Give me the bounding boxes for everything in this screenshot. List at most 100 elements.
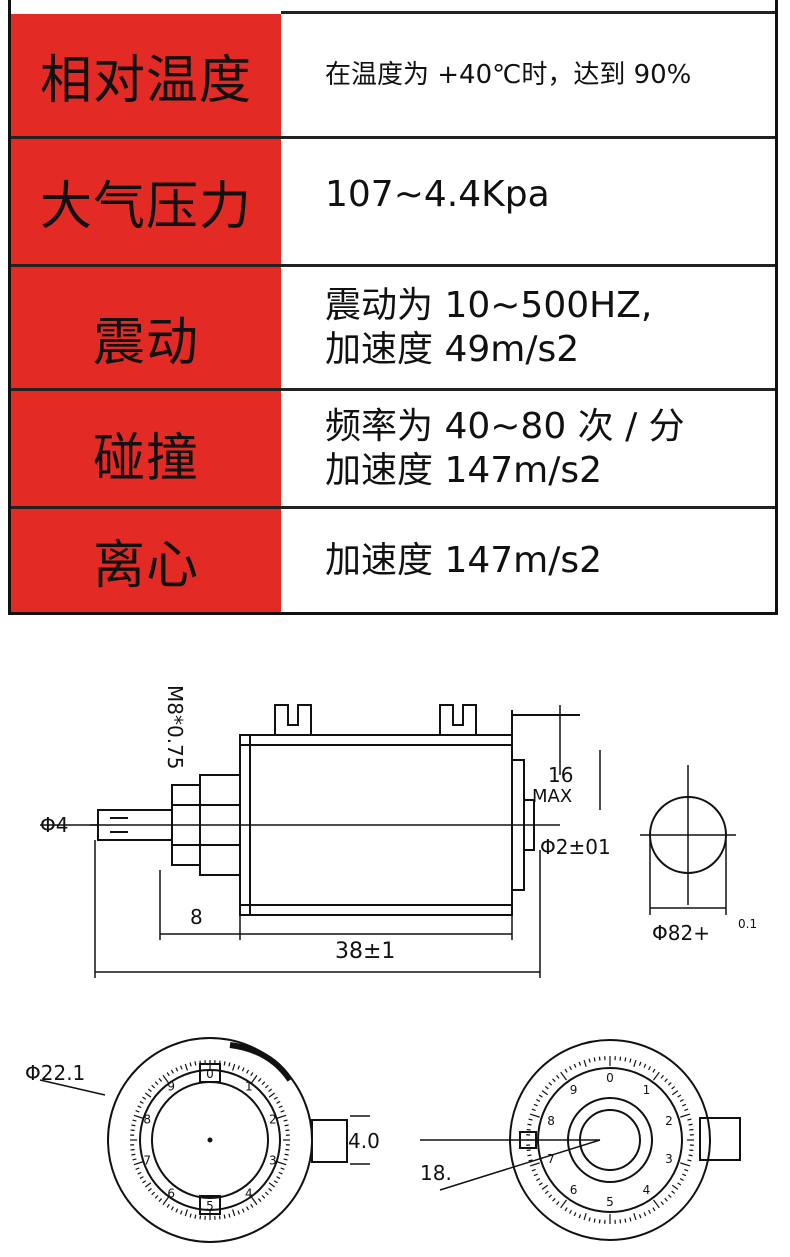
dial-tick [660,1074,665,1079]
dial-tick [283,1158,288,1161]
dial-tick [135,1167,140,1171]
spec-value-line: 震动为 10~500HZ, [325,284,653,326]
dial-tick [653,1071,660,1081]
dial-tick [194,1061,197,1066]
dial-tick [228,1213,231,1218]
spec-label: 震动 [11,267,281,388]
spec-label: 相对温度 [11,14,281,136]
dial-tick [284,1153,289,1156]
dial-tick [285,1129,290,1132]
dial-tick [664,1197,668,1202]
dial-tick [184,1063,189,1071]
dial-number: 6 [167,1186,175,1200]
dial-tick [158,1198,163,1203]
dial-tick [179,1065,183,1070]
dial-tick [199,1060,202,1065]
dial-tick [593,1057,596,1062]
dial-tick [137,1105,142,1109]
dial-number: 9 [167,1080,175,1094]
dial-tick [241,1067,245,1072]
dial-tick [162,1196,170,1206]
dial-tick [552,1078,556,1083]
dial-ticks [130,1060,290,1220]
leader-line [439,1139,601,1191]
dial-tick [264,1191,269,1196]
dial-tick [261,1081,266,1086]
body-dia-label: Φ82+ [652,921,710,945]
dial-tick [276,1161,287,1166]
dial-tick [139,1176,144,1180]
dial-tick [276,1176,281,1180]
dial-tick [538,1182,543,1186]
dial-tick [633,1213,637,1221]
spec-table: 相对温度 在温度为 +40℃时，达到 90% 大气压力 107~4.4Kpa 震… [8,0,778,615]
dial-tick [268,1092,276,1098]
dial-tick [268,1088,273,1093]
dial-number: 0 [206,1067,214,1081]
spec-value: 加速度 147m/s2 [281,509,775,612]
dial-tick [175,1067,179,1072]
spec-label: 离心 [11,509,281,612]
dial-center [207,1137,213,1143]
dial-tick [199,1215,202,1220]
dial-tick [237,1210,241,1215]
dial-number: 9 [570,1083,578,1097]
dial-number: 8 [547,1114,555,1128]
dial-tick [552,1197,556,1202]
dial-tick [682,1173,687,1177]
dial-tick [237,1065,241,1070]
dial2-ticks [526,1056,694,1224]
dial-tick [184,1209,189,1217]
dial-tick [555,1201,560,1206]
dial-tick [142,1096,147,1100]
dial-tick [677,1094,682,1098]
dial-tick [679,1099,684,1102]
dial-tick [166,1203,170,1208]
spec-row-centrifugal: 离心 加速度 147m/s2 [11,509,775,612]
dial-tick [527,1123,532,1126]
dial-tick [573,1063,577,1068]
dial-tick [677,1182,682,1186]
dial-tick [564,1068,568,1073]
dial-tick [619,1056,622,1061]
dial-tick [688,1154,693,1157]
dial-tick [667,1194,672,1198]
dial-tick [536,1099,541,1102]
dial-tick [648,1066,651,1071]
dial-tick [228,1062,231,1067]
terminal-height-label: 16 [548,763,573,787]
dial-tick [533,1173,538,1177]
dial-tick [276,1100,281,1104]
dial-tick [667,1082,672,1086]
dial-tick [151,1191,156,1196]
dim-line [511,710,580,735]
dial-tick [264,1084,269,1089]
row-divider [11,388,775,391]
dial-tick [218,1060,221,1065]
dial-tick [629,1217,632,1222]
dial-tick [179,1210,183,1215]
dial-number: 3 [665,1152,673,1166]
dial-tick [560,1199,567,1209]
dial-knob [311,1119,348,1163]
dial-tick [671,1090,679,1096]
dial-tick [652,1207,656,1212]
body-dia-tol-label: 0.1 [738,917,757,931]
dial-tick [144,1182,152,1188]
spec-value-line: 加速度 49m/s2 [325,328,580,370]
knob-width-label: 4.0 [348,1129,380,1153]
dial-tick [629,1058,632,1063]
dial-tick [158,1077,163,1082]
dial-tick [679,1178,684,1181]
dial-tick [533,1103,538,1107]
dial-tick [268,1187,273,1192]
terminal-lug [439,704,477,735]
dial-tick [250,1203,254,1208]
spec-label: 碰撞 [11,391,281,506]
dial-tick [135,1109,140,1113]
dial-tick [144,1092,152,1098]
spec-value: 频率为 40~80 次 / 分 加速度 147m/s2 [281,391,775,506]
